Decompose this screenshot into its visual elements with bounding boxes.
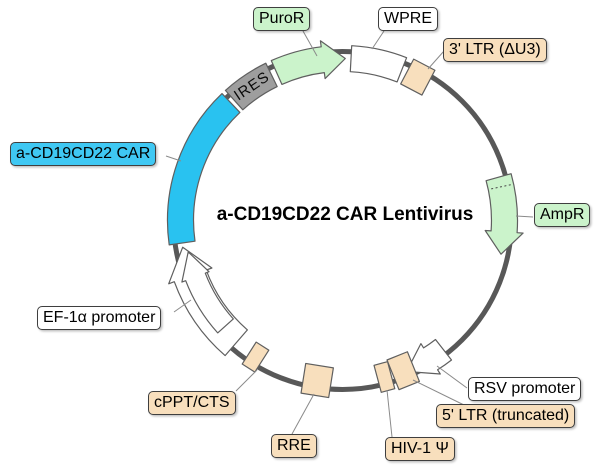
- label-cppt-cts: cPPT/CTS: [148, 391, 236, 415]
- feature-ires: [224, 62, 278, 111]
- leader-line-group: [165, 30, 534, 438]
- label-3-ltr-du3: 3' LTR (ΔU3): [443, 38, 547, 62]
- feature-ltr3: [400, 58, 436, 96]
- feature-psi: [373, 361, 396, 393]
- label-wpre: WPRE: [378, 7, 438, 31]
- label-puror: PuroR: [253, 7, 311, 31]
- leader-line-ltr5: [412, 379, 465, 406]
- feature-ef1a-inner: [181, 251, 234, 334]
- feature-rre: [300, 362, 334, 399]
- label-5-ltr-truncated: 5' LTR (truncated): [436, 404, 576, 428]
- feature-wpre: [349, 45, 408, 83]
- leader-line-cppt: [235, 369, 258, 392]
- feature-rsv: [406, 338, 453, 375]
- leader-line-wpre: [371, 30, 385, 50]
- leader-line-rsv: [436, 365, 468, 389]
- feature-puror: [270, 40, 346, 85]
- feature-group: IRES: [166, 40, 524, 399]
- feature-cppt: [241, 341, 270, 373]
- leader-line-ampr: [515, 215, 534, 218]
- label-ampr: AmpR: [534, 203, 591, 227]
- label-hiv1-psi: HIV-1 Ψ: [385, 437, 455, 461]
- plasmid-title: a-CD19CD22 CAR Lentivirus: [216, 204, 474, 225]
- leader-line-psi: [386, 389, 393, 438]
- label-rsv-promoter: RSV promoter: [468, 377, 582, 401]
- label-cd19cd22-car: a-CD19CD22 CAR: [10, 142, 157, 166]
- feature-car: [166, 93, 241, 246]
- leader-line-car: [165, 155, 182, 162]
- label-ef1a-promoter: EF-1α promoter: [37, 306, 162, 330]
- leader-line-rre: [291, 393, 315, 435]
- feature-ampr: [484, 173, 524, 255]
- leader-line-ltr3: [427, 50, 445, 70]
- leader-line-ef1a: [173, 299, 192, 313]
- feature-ltr5: [386, 351, 420, 391]
- leader-line-puror: [302, 30, 318, 57]
- feature-ampr-boundary-dotted-line: [491, 184, 511, 190]
- label-rre: RRE: [271, 434, 317, 458]
